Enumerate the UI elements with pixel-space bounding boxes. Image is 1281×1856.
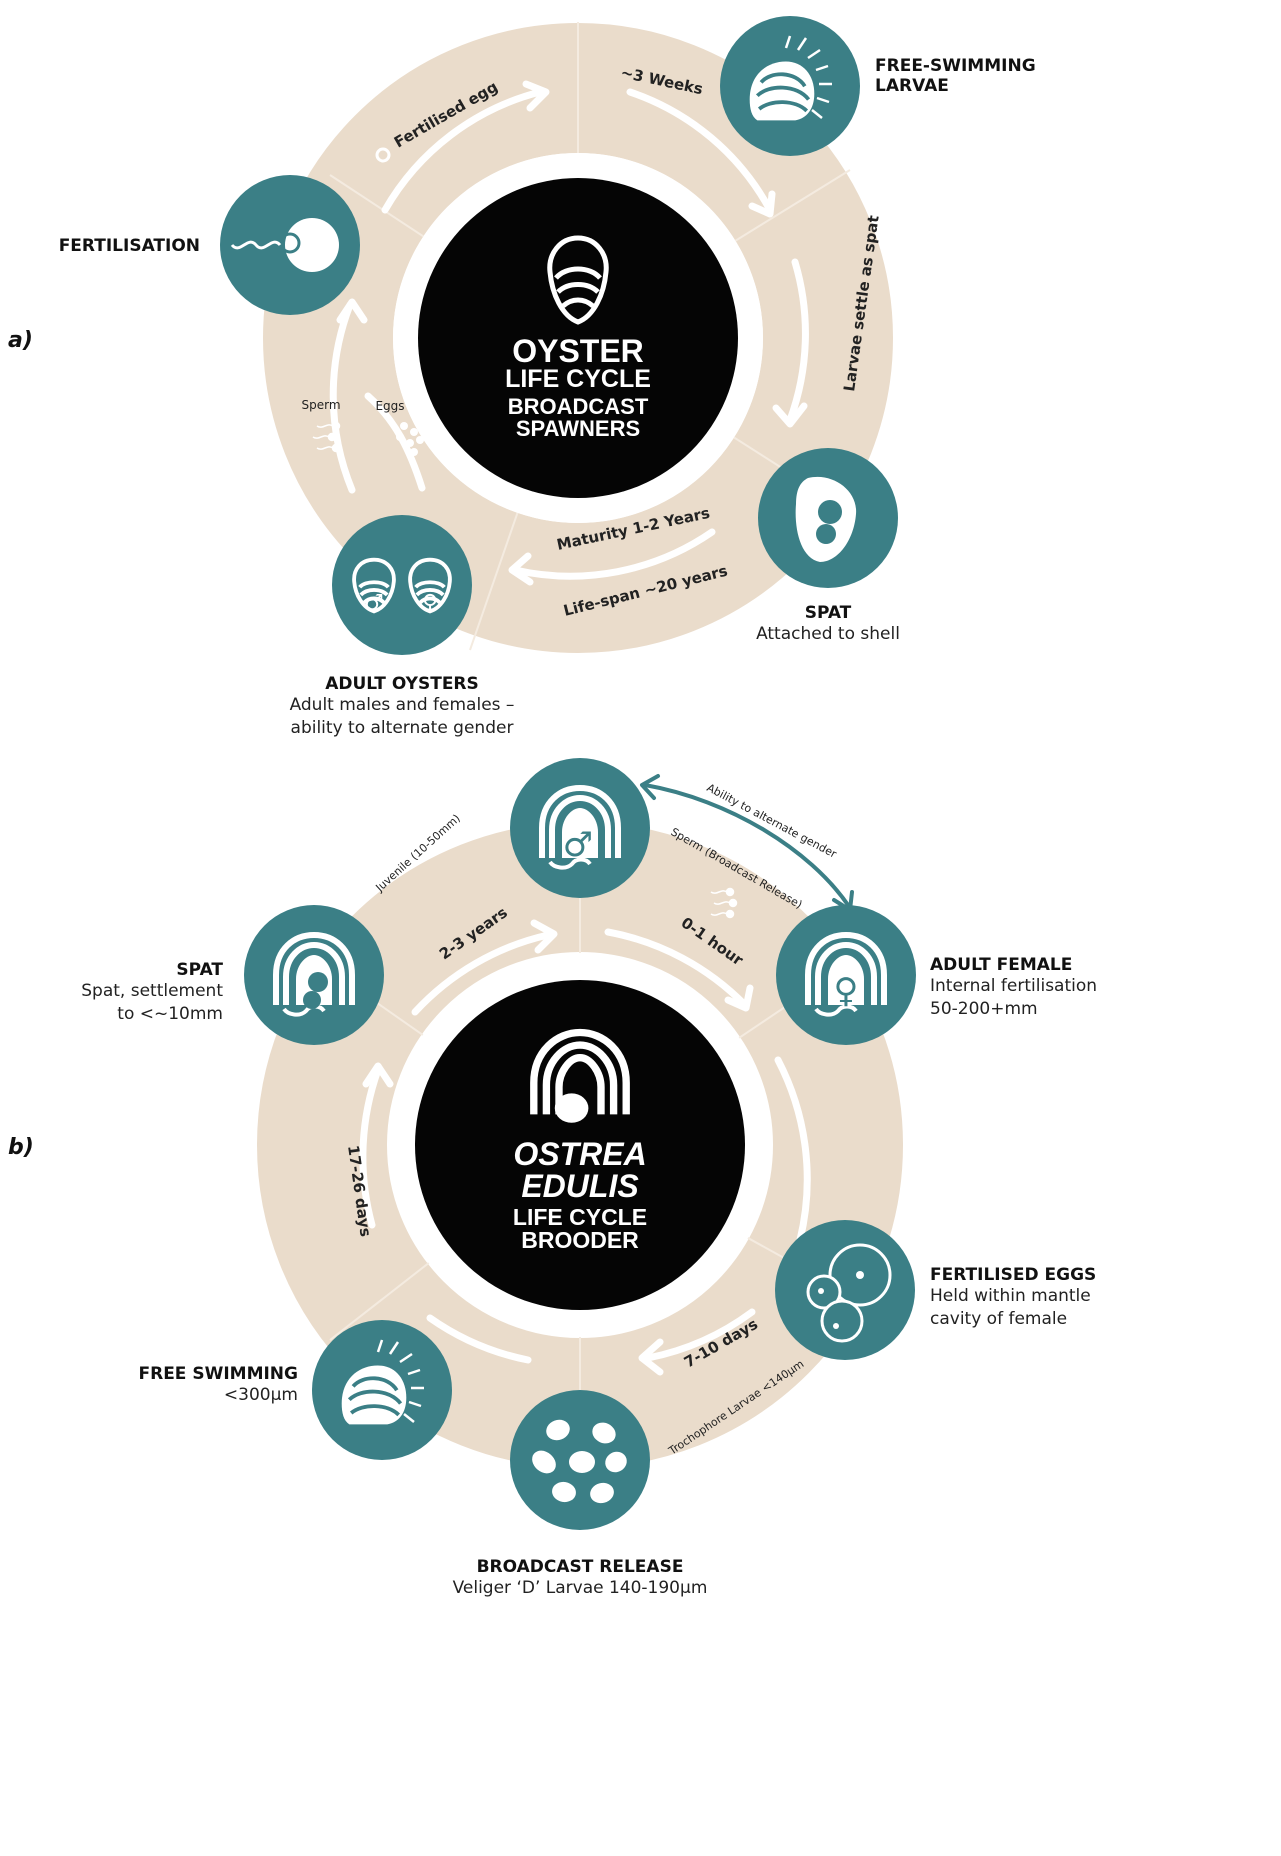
- release-subtitle: Veliger ‘D’ Larvae 140-190µm: [452, 1578, 708, 1598]
- spat-b-title: SPAT: [176, 960, 223, 980]
- adults-title: ADULT OYSTERS: [325, 674, 479, 694]
- label-alternate-gender: Ability to alternate gender: [705, 781, 840, 861]
- center-a-line2: LIFE CYCLE: [505, 365, 651, 393]
- eggs-title: FERTILISED EGGS: [930, 1265, 1097, 1285]
- oyster-shell-icon: [547, 235, 609, 325]
- sperm-icon: [312, 421, 341, 453]
- adults-subtitle2: ability to alternate gender: [290, 717, 514, 738]
- eggs-subtitle1: Held within mantle: [930, 1286, 1091, 1306]
- center-b-line2: EDULIS: [521, 1168, 639, 1204]
- label-eggs: Eggs: [375, 399, 404, 413]
- label-spat-b: SPAT Spat, settlement to <~10mm: [60, 960, 223, 1026]
- egg-dot-icon: [375, 147, 391, 163]
- center-disc-b: [415, 980, 745, 1310]
- center-b-line1: OSTREA: [513, 1136, 647, 1172]
- female-title: ADULT FEMALE: [930, 955, 1073, 975]
- panel-b-label: b): [8, 1135, 34, 1160]
- label-eggs-b: FERTILISED EGGS Held within mantle cavit…: [930, 1265, 1096, 1331]
- label-release-b: BROADCAST RELEASE Veliger ‘D’ Larvae 140…: [430, 1557, 730, 1600]
- eggs-subtitle2: cavity of female: [930, 1308, 1068, 1329]
- center-a-line3: BROADCAST: [507, 394, 649, 419]
- center-a-line4: SPAWNERS: [515, 416, 641, 441]
- cycle-arrows-a: [329, 80, 809, 586]
- spat-b-dot1: [308, 972, 328, 992]
- label-female-b: ADULT FEMALE Internal fertilisation 50-2…: [930, 955, 1097, 1021]
- node-adults-a: [332, 515, 472, 655]
- center-disc-a: [418, 178, 738, 498]
- female-subtitle1: Internal fertilisation: [930, 976, 1098, 996]
- spat-a-title: SPAT: [804, 603, 852, 623]
- swimming-title: FREE SWIMMING: [138, 1364, 298, 1384]
- adults-subtitle1: Adult males and females –: [289, 695, 515, 715]
- spat-shell-icon: [795, 476, 857, 562]
- larvae-cluster-icon: [532, 1419, 627, 1504]
- fertilisation-title: FERTILISATION: [58, 236, 200, 256]
- female-symbol-a: ♀: [422, 591, 438, 616]
- spat-b-dot2: [303, 991, 321, 1009]
- female-symbol-b: ♀: [834, 971, 859, 1011]
- swimming-subtitle: <300µm: [223, 1385, 298, 1405]
- female-subtitle2: 50-200+mm: [930, 998, 1038, 1019]
- label-swimming-b: FREE SWIMMING <300µm: [100, 1364, 298, 1407]
- label-larvae-a: FREE-SWIMMING LARVAE: [875, 56, 1036, 96]
- label-sperm: Sperm: [301, 398, 340, 412]
- sperm-icon-b: [710, 887, 738, 919]
- larvae-title2: LARVAE: [875, 76, 949, 96]
- ostrea-shell-icon: [530, 1028, 630, 1123]
- center-title-b: OSTREA EDULIS LIFE CYCLE BROODER: [470, 1138, 690, 1252]
- center-b-line4: BROODER: [521, 1227, 639, 1253]
- male-symbol-b: ♂: [563, 825, 593, 865]
- eggs-icon: [396, 422, 424, 456]
- fertilised-eggs-icon: [806, 1243, 892, 1343]
- spat-b-subtitle1: Spat, settlement: [81, 981, 223, 1001]
- label-adults-a: ADULT OYSTERS Adult males and females – …: [262, 674, 542, 740]
- release-title: BROADCAST RELEASE: [476, 1557, 684, 1577]
- center-title-a: OYSTER LIFE CYCLE BROADCAST SPAWNERS: [478, 335, 678, 440]
- spat-b-subtitle2: to <~10mm: [117, 1003, 223, 1024]
- spat-a-subtitle: Attached to shell: [756, 624, 900, 644]
- larvae-title1: FREE-SWIMMING: [875, 56, 1036, 76]
- label-spat-a: SPAT Attached to shell: [738, 603, 918, 646]
- panel-a: ♂ ♀ Fertilised egg ~3 Weeks Larvae settl…: [220, 16, 898, 655]
- sperm-egg-icon: [230, 218, 339, 272]
- center-b-line3: LIFE CYCLE: [512, 1204, 648, 1230]
- center-a-line1: OYSTER: [512, 333, 644, 369]
- panel-b: ♂ ♀: [244, 758, 916, 1530]
- male-symbol-a: ♂: [364, 591, 384, 616]
- label-fertilisation: FERTILISATION: [40, 236, 200, 256]
- cycle-arrows-b: [359, 919, 811, 1376]
- panel-a-label: a): [8, 328, 33, 353]
